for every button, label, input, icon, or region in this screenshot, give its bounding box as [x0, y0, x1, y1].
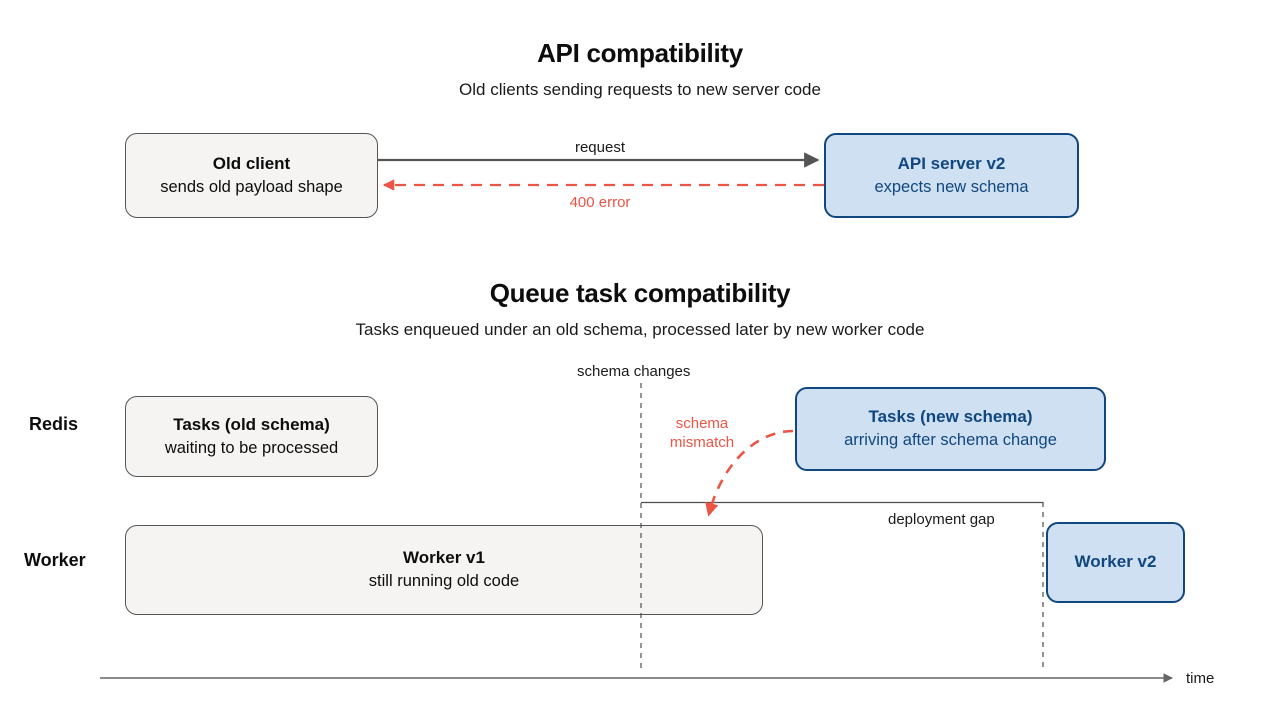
edge-label-400-error: 400 error — [569, 194, 631, 211]
node-worker-v1-subtitle: still running old code — [368, 572, 520, 591]
node-tasks-old-schema-title: Tasks (old schema) — [173, 414, 330, 434]
node-tasks-old-schema-subtitle: waiting to be processed — [164, 438, 339, 457]
node-worker-v2[interactable]: Worker v2 — [1046, 522, 1185, 603]
node-tasks-new-schema[interactable]: Tasks (new schema) arriving after schema… — [795, 387, 1106, 471]
node-api-server-v2[interactable]: API server v2 expects new schema — [824, 133, 1079, 218]
annotation-schema-mismatch-line2: mismatch — [669, 434, 735, 451]
node-tasks-new-schema-subtitle: arriving after schema change — [844, 431, 1057, 450]
node-old-client-subtitle: sends old payload shape — [160, 177, 343, 196]
node-old-client-title: Old client — [212, 153, 291, 173]
axis-label-time: time — [1186, 670, 1215, 687]
section-title-api-compatibility: API compatibility — [537, 38, 743, 68]
node-api-server-v2-title: API server v2 — [897, 153, 1006, 173]
annotation-deployment-gap: deployment gap — [888, 511, 995, 528]
node-tasks-new-schema-title: Tasks (new schema) — [868, 407, 1033, 427]
lane-label-worker: Worker — [24, 550, 86, 570]
annotation-schema-mismatch-line1: schema — [675, 415, 729, 432]
section-subtitle-queue-task-compatibility: Tasks enqueued under an old schema, proc… — [355, 320, 925, 339]
edge-label-request: request — [574, 139, 626, 156]
lane-label-redis: Redis — [29, 414, 79, 434]
section-title-queue-task-compatibility: Queue task compatibility — [489, 278, 791, 308]
node-worker-v2-title: Worker v2 — [1074, 552, 1157, 572]
node-old-client[interactable]: Old client sends old payload shape — [125, 133, 378, 218]
node-worker-v1[interactable]: Worker v1 still running old code — [125, 525, 763, 615]
section-subtitle-api-compatibility: Old clients sending requests to new serv… — [459, 80, 821, 99]
node-tasks-old-schema[interactable]: Tasks (old schema) waiting to be process… — [125, 396, 378, 477]
annotation-schema-changes: schema changes — [577, 363, 691, 380]
node-api-server-v2-subtitle: expects new schema — [874, 177, 1029, 196]
node-worker-v1-title: Worker v1 — [403, 548, 485, 568]
